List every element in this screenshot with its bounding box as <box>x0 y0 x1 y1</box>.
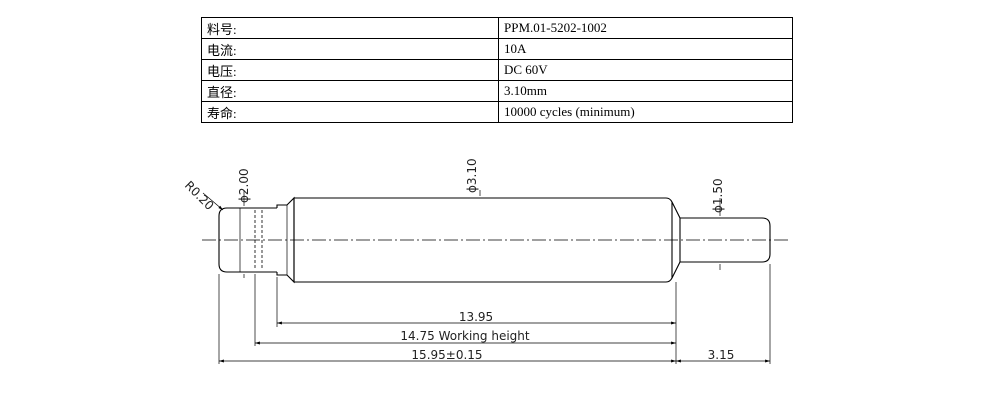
tip-diameter-label: ϕ2.00 <box>237 168 251 203</box>
plunger-outline <box>679 217 771 263</box>
spec-row-voltage: 电压: DC 60V <box>201 59 793 81</box>
barrel-diameter-label: ϕ3.10 <box>465 158 479 193</box>
radius-label: R0.20 <box>182 178 217 213</box>
spec-row-life: 寿命: 10000 cycles (minimum) <box>201 101 793 123</box>
tail-length-label: 3.15 <box>708 348 735 362</box>
spec-table: 料号: PPM.01-5202-1002 电流: 10A 电压: DC 60V … <box>201 17 793 123</box>
spec-label: 电压: <box>201 59 499 81</box>
barrel-taper-top <box>671 201 681 219</box>
body-length-label: 13.95 <box>459 310 493 324</box>
plunger-diameter-label: ϕ1.50 <box>711 178 725 213</box>
working-height-label: 14.75 Working height <box>400 329 529 343</box>
pin-head-outline <box>218 207 255 273</box>
radius-leader <box>202 192 224 211</box>
total-length-label: 15.95±0.15 <box>411 348 482 362</box>
barrel-taper-bottom <box>671 261 681 279</box>
spec-value: 10000 cycles (minimum) <box>498 101 793 123</box>
